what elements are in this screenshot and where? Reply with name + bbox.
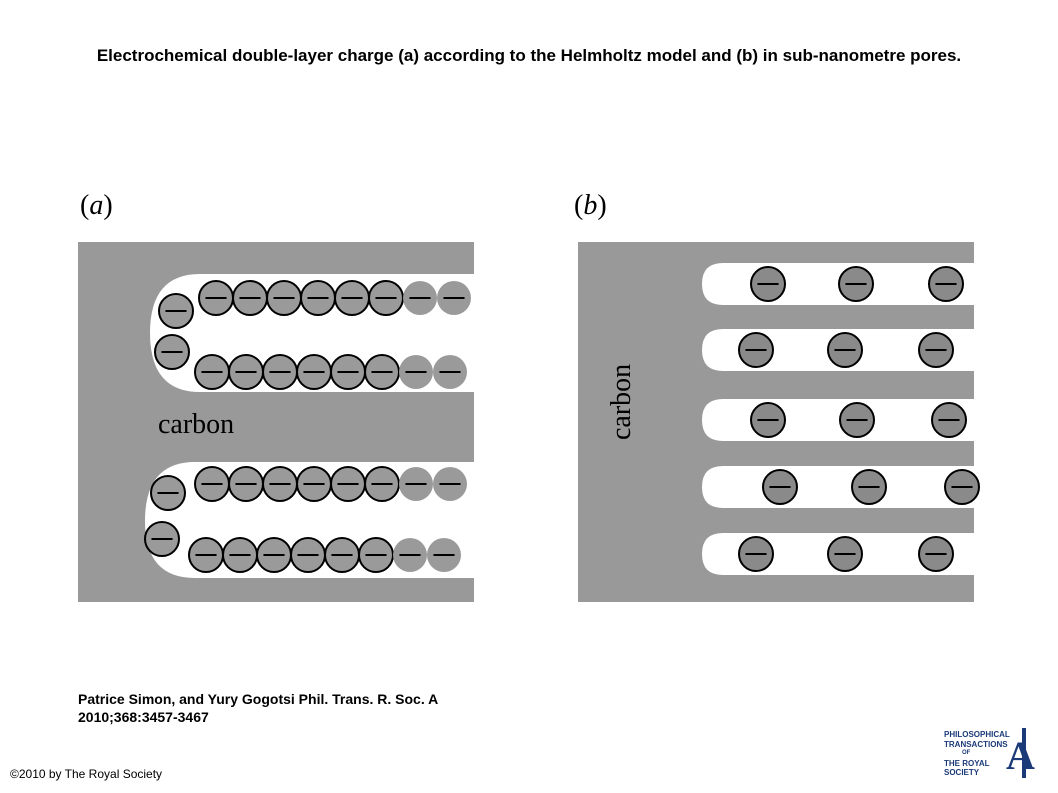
- panel-b-ion: [738, 536, 774, 572]
- panel-a-ion: [399, 467, 433, 501]
- panel-a-ion: [290, 537, 326, 573]
- panel-a-ion: [330, 466, 366, 502]
- panel-b-ion: [851, 469, 887, 505]
- panel-a-ion: [330, 354, 366, 390]
- citation-line-1: Patrice Simon, and Yury Gogotsi Phil. Tr…: [78, 691, 439, 707]
- panel-a-label: (a): [80, 190, 113, 221]
- panel-b-ion: [918, 536, 954, 572]
- panel-a-ion: [194, 466, 230, 502]
- panel-a-ion: [433, 355, 467, 389]
- citation-line-2: 2010;368:3457-3467: [78, 709, 209, 725]
- panel-b-pore: [702, 466, 974, 508]
- panel-a-ion: [144, 521, 180, 557]
- panel-b-ion: [827, 332, 863, 368]
- panel-b-ion: [750, 266, 786, 302]
- panel-b-ion: [931, 402, 967, 438]
- panel-a-ion: [262, 466, 298, 502]
- panel-b-label: (b): [574, 190, 607, 221]
- panel-a-ion: [300, 280, 336, 316]
- panel-a-ion: [296, 354, 332, 390]
- panel-a-ion: [154, 334, 190, 370]
- panel-a-ion: [399, 355, 433, 389]
- panel-a-ion: [368, 280, 404, 316]
- panel-b-ion: [762, 469, 798, 505]
- panel-a-ion: [188, 537, 224, 573]
- panel-b-carbon-label: carbon: [606, 364, 637, 440]
- panel-b-ion: [944, 469, 980, 505]
- royal-society-logo: PHILOSOPHICAL TRANSACTIONS OF THE ROYAL …: [944, 728, 1035, 778]
- panel-a-ion: [194, 354, 230, 390]
- panel-a-ion: [403, 281, 437, 315]
- panel-a-ion: [198, 280, 234, 316]
- panel-b-ions: [738, 266, 980, 572]
- panel-b-ion: [838, 266, 874, 302]
- panel-a-ion: [150, 475, 186, 511]
- panel-a-ion: [158, 293, 194, 329]
- citation: Patrice Simon, and Yury Gogotsi Phil. Tr…: [78, 690, 518, 726]
- panel-b-ion: [827, 536, 863, 572]
- panel-a-ion: [334, 280, 370, 316]
- panel-a-ion: [364, 466, 400, 502]
- panel-a-ion: [393, 538, 427, 572]
- panel-a-ion: [437, 281, 471, 315]
- panel-b-ion: [928, 266, 964, 302]
- panel-b-ion: [750, 402, 786, 438]
- panel-a-ion: [266, 280, 302, 316]
- copyright: ©2010 by The Royal Society: [10, 767, 163, 781]
- panel-a-ion: [232, 280, 268, 316]
- panel-a-diagram: carbon: [78, 242, 474, 602]
- panel-a-ions: [144, 280, 471, 573]
- panel-a-ion: [358, 537, 394, 573]
- panel-b-ion: [839, 402, 875, 438]
- panel-a-ion: [296, 466, 332, 502]
- panel-a-ion: [222, 537, 258, 573]
- panel-a-ion: [324, 537, 360, 573]
- panel-a-ion: [228, 354, 264, 390]
- panel-a-ion: [433, 467, 467, 501]
- panel-a-ion: [364, 354, 400, 390]
- panel-b-diagram: carbon: [578, 242, 980, 602]
- panel-b-ion: [918, 332, 954, 368]
- panel-a-ion: [228, 466, 264, 502]
- panel-b-ion: [738, 332, 774, 368]
- panel-a-ion: [262, 354, 298, 390]
- panel-a-ion: [427, 538, 461, 572]
- panel-a-carbon-label: carbon: [158, 409, 234, 440]
- figure-title: Electrochemical double-layer charge (a) …: [96, 46, 962, 65]
- panel-a-ion: [256, 537, 292, 573]
